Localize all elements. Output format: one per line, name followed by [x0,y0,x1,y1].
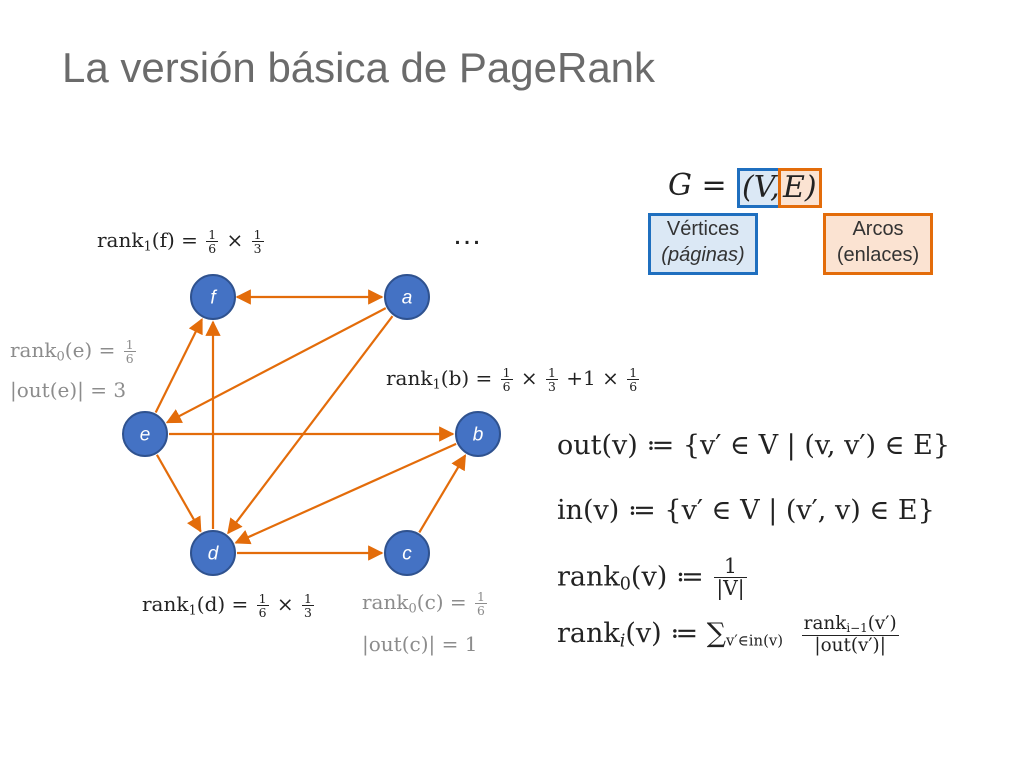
node-d: d [190,530,236,576]
out-c-annotation: |out(c)| = 1 [362,632,478,656]
node-a-label: a [402,288,413,309]
node-e-circle [122,411,168,457]
node-f-label: f [210,288,217,309]
out-e-annotation: |out(e)| = 3 [10,378,127,402]
ranki-definition: ranki(v) ≔ ∑v′∈in(v) ranki−1(v′) |out(v′… [557,613,899,656]
node-e: e [122,411,168,457]
node-f: f [190,274,236,320]
node-d-circle [190,530,236,576]
node-a-circle [384,274,430,320]
edge-c-b [418,454,467,533]
node-c: c [384,530,430,576]
node-e-label: e [140,425,151,446]
arcs-legend-sublabel: (enlaces) [836,244,920,266]
node-a: a [384,274,430,320]
edges-set-highlight: E) [778,168,822,208]
node-c-label: c [402,544,412,565]
arcs-legend-label: Arcos [852,218,904,240]
ellipsis: … [452,218,482,251]
vertices-legend-label: Vértices [666,218,740,240]
node-c-circle [384,530,430,576]
slide-title: La versión básica de PageRank [62,44,656,91]
arcs-legend: Arcos (enlaces) [823,213,933,275]
node-d-label: d [208,544,220,565]
vertices-legend-sublabel: (páginas) [661,244,745,266]
node-b-label: b [473,425,484,446]
vertices-legend: Vértices (páginas) [648,213,758,275]
edge-b-d [234,442,457,545]
graph-definition-lhs: G = [668,168,727,203]
node-b-circle [455,411,501,457]
in-definition: in(v) ≔ {v′ ∈ V | (v′, v) ∈ E} [557,495,935,526]
edge-a-d [227,315,394,535]
edge-e-f [154,318,203,413]
rank0-definition: rank0(v) ≔ 1|V| [557,554,747,601]
node-f-circle [190,274,236,320]
node-b: b [455,411,501,457]
out-definition: out(v) ≔ {v′ ∈ V | (v, v′) ∈ E} [557,430,951,461]
edge-e-d [155,454,202,533]
edge-a-e [165,307,387,424]
